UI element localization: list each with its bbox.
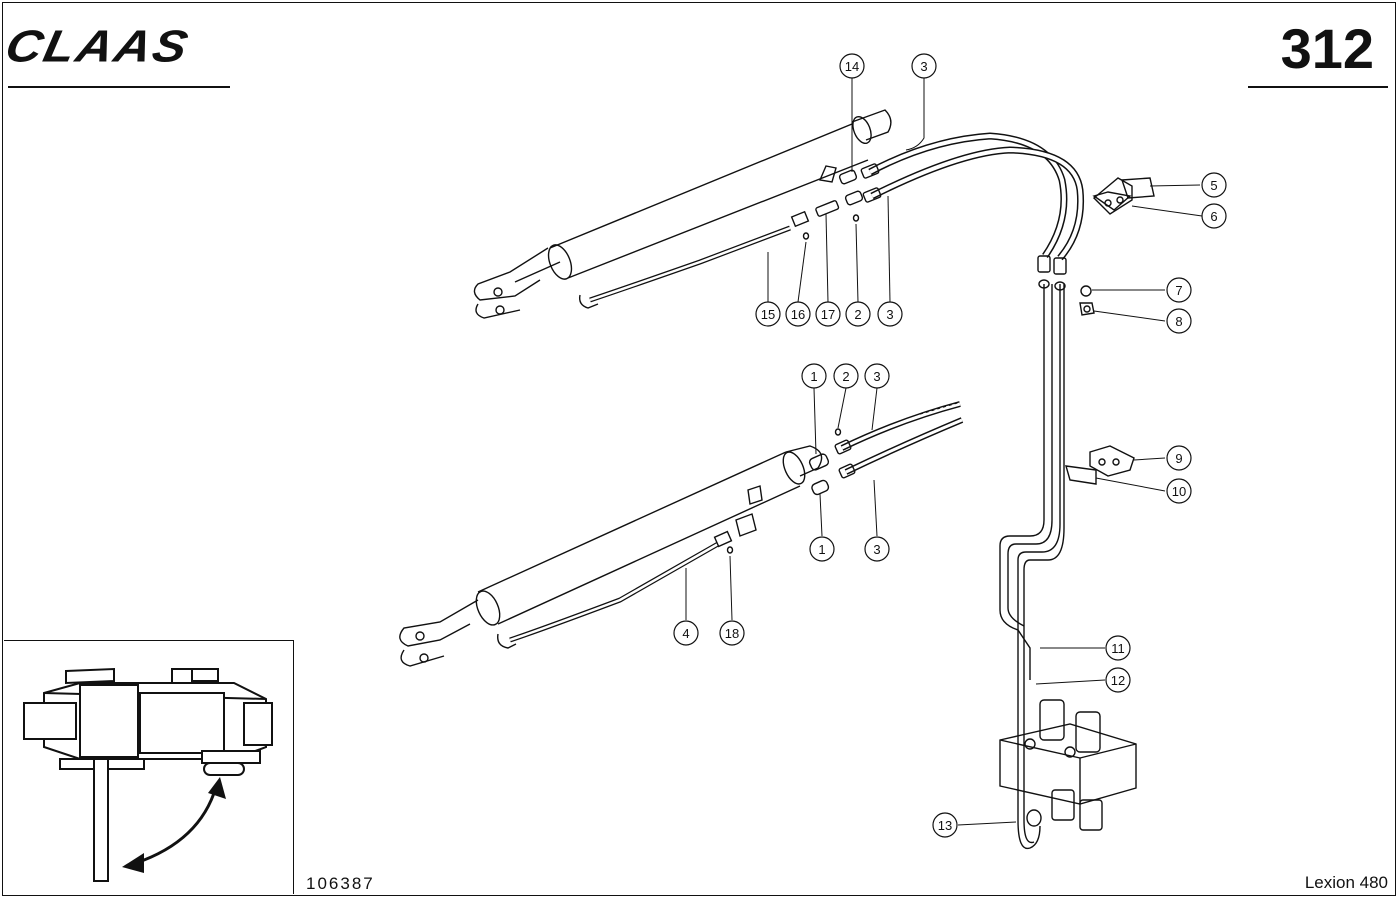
drawing-number: 106387 (306, 874, 375, 893)
svg-text:15: 15 (761, 307, 775, 322)
callout-3b: 3 (877, 301, 903, 327)
location-inset (4, 640, 294, 894)
callout-3c: 3 (864, 363, 890, 389)
svg-text:1: 1 (818, 542, 825, 557)
svg-text:3: 3 (920, 59, 927, 74)
callout-16: 16 (785, 301, 811, 327)
callout-1b: 1 (809, 536, 835, 562)
callout-9: 9 (1166, 445, 1192, 471)
leader-lines (685, 78, 1203, 826)
hose-4-and-fittings (497, 401, 964, 649)
svg-text:3: 3 (886, 307, 893, 322)
callout-14: 14 (839, 53, 865, 79)
svg-text:4: 4 (682, 626, 689, 641)
callout-3a: 3 (911, 53, 937, 79)
svg-text:18: 18 (725, 626, 739, 641)
svg-text:14: 14 (845, 59, 859, 74)
page-number: 312 (1280, 17, 1374, 80)
svg-text:7: 7 (1175, 283, 1182, 298)
machine-location-sketch (23, 667, 273, 882)
svg-text:9: 9 (1175, 451, 1182, 466)
svg-text:6: 6 (1210, 209, 1217, 224)
svg-text:10: 10 (1172, 484, 1186, 499)
hoses-3-arch (860, 132, 1085, 275)
callout-17: 17 (815, 301, 841, 327)
callout-6: 6 (1201, 203, 1227, 229)
callout-bubbles: 14 3 5 6 7 8 15 16 17 2 3 1 2 3 9 10 1 3… (673, 53, 1227, 838)
lower-hydraulic-cylinder (399, 445, 823, 667)
callout-7: 7 (1166, 277, 1192, 303)
callout-4: 4 (673, 620, 699, 646)
svg-text:5: 5 (1210, 178, 1217, 193)
svg-text:16: 16 (791, 307, 805, 322)
svg-text:2: 2 (842, 369, 849, 384)
svg-text:11: 11 (1111, 641, 1125, 656)
callout-8: 8 (1166, 308, 1192, 334)
callout-2a: 2 (845, 301, 871, 327)
callout-2b: 2 (833, 363, 859, 389)
svg-text:13: 13 (938, 818, 952, 833)
callout-13: 13 (932, 812, 958, 838)
machine-model: Lexion 480 (1304, 873, 1388, 892)
hose-15 (578, 210, 810, 309)
svg-text:1: 1 (810, 369, 817, 384)
svg-text:8: 8 (1175, 314, 1182, 329)
svg-text:2: 2 (854, 307, 861, 322)
callout-10: 10 (1166, 478, 1192, 504)
upper-fittings (802, 165, 864, 240)
callout-15: 15 (755, 301, 781, 327)
svg-text:17: 17 (821, 307, 835, 322)
callout-18: 18 (719, 620, 745, 646)
page-number-underline (1248, 86, 1388, 88)
swing-direction-arrow (135, 786, 218, 865)
logo-underline (8, 86, 230, 88)
callout-3d: 3 (864, 536, 890, 562)
rigid-pipes (999, 279, 1066, 850)
svg-text:12: 12 (1111, 673, 1125, 688)
callout-1a: 1 (801, 363, 827, 389)
callout-11: 11 (1105, 635, 1131, 661)
callout-12: 12 (1105, 667, 1131, 693)
control-valve-block (999, 699, 1137, 831)
upper-hydraulic-cylinder (473, 109, 892, 319)
svg-text:3: 3 (873, 369, 880, 384)
svg-text:3: 3 (873, 542, 880, 557)
clamps-and-nuts (1065, 177, 1155, 485)
callout-5: 5 (1201, 172, 1227, 198)
